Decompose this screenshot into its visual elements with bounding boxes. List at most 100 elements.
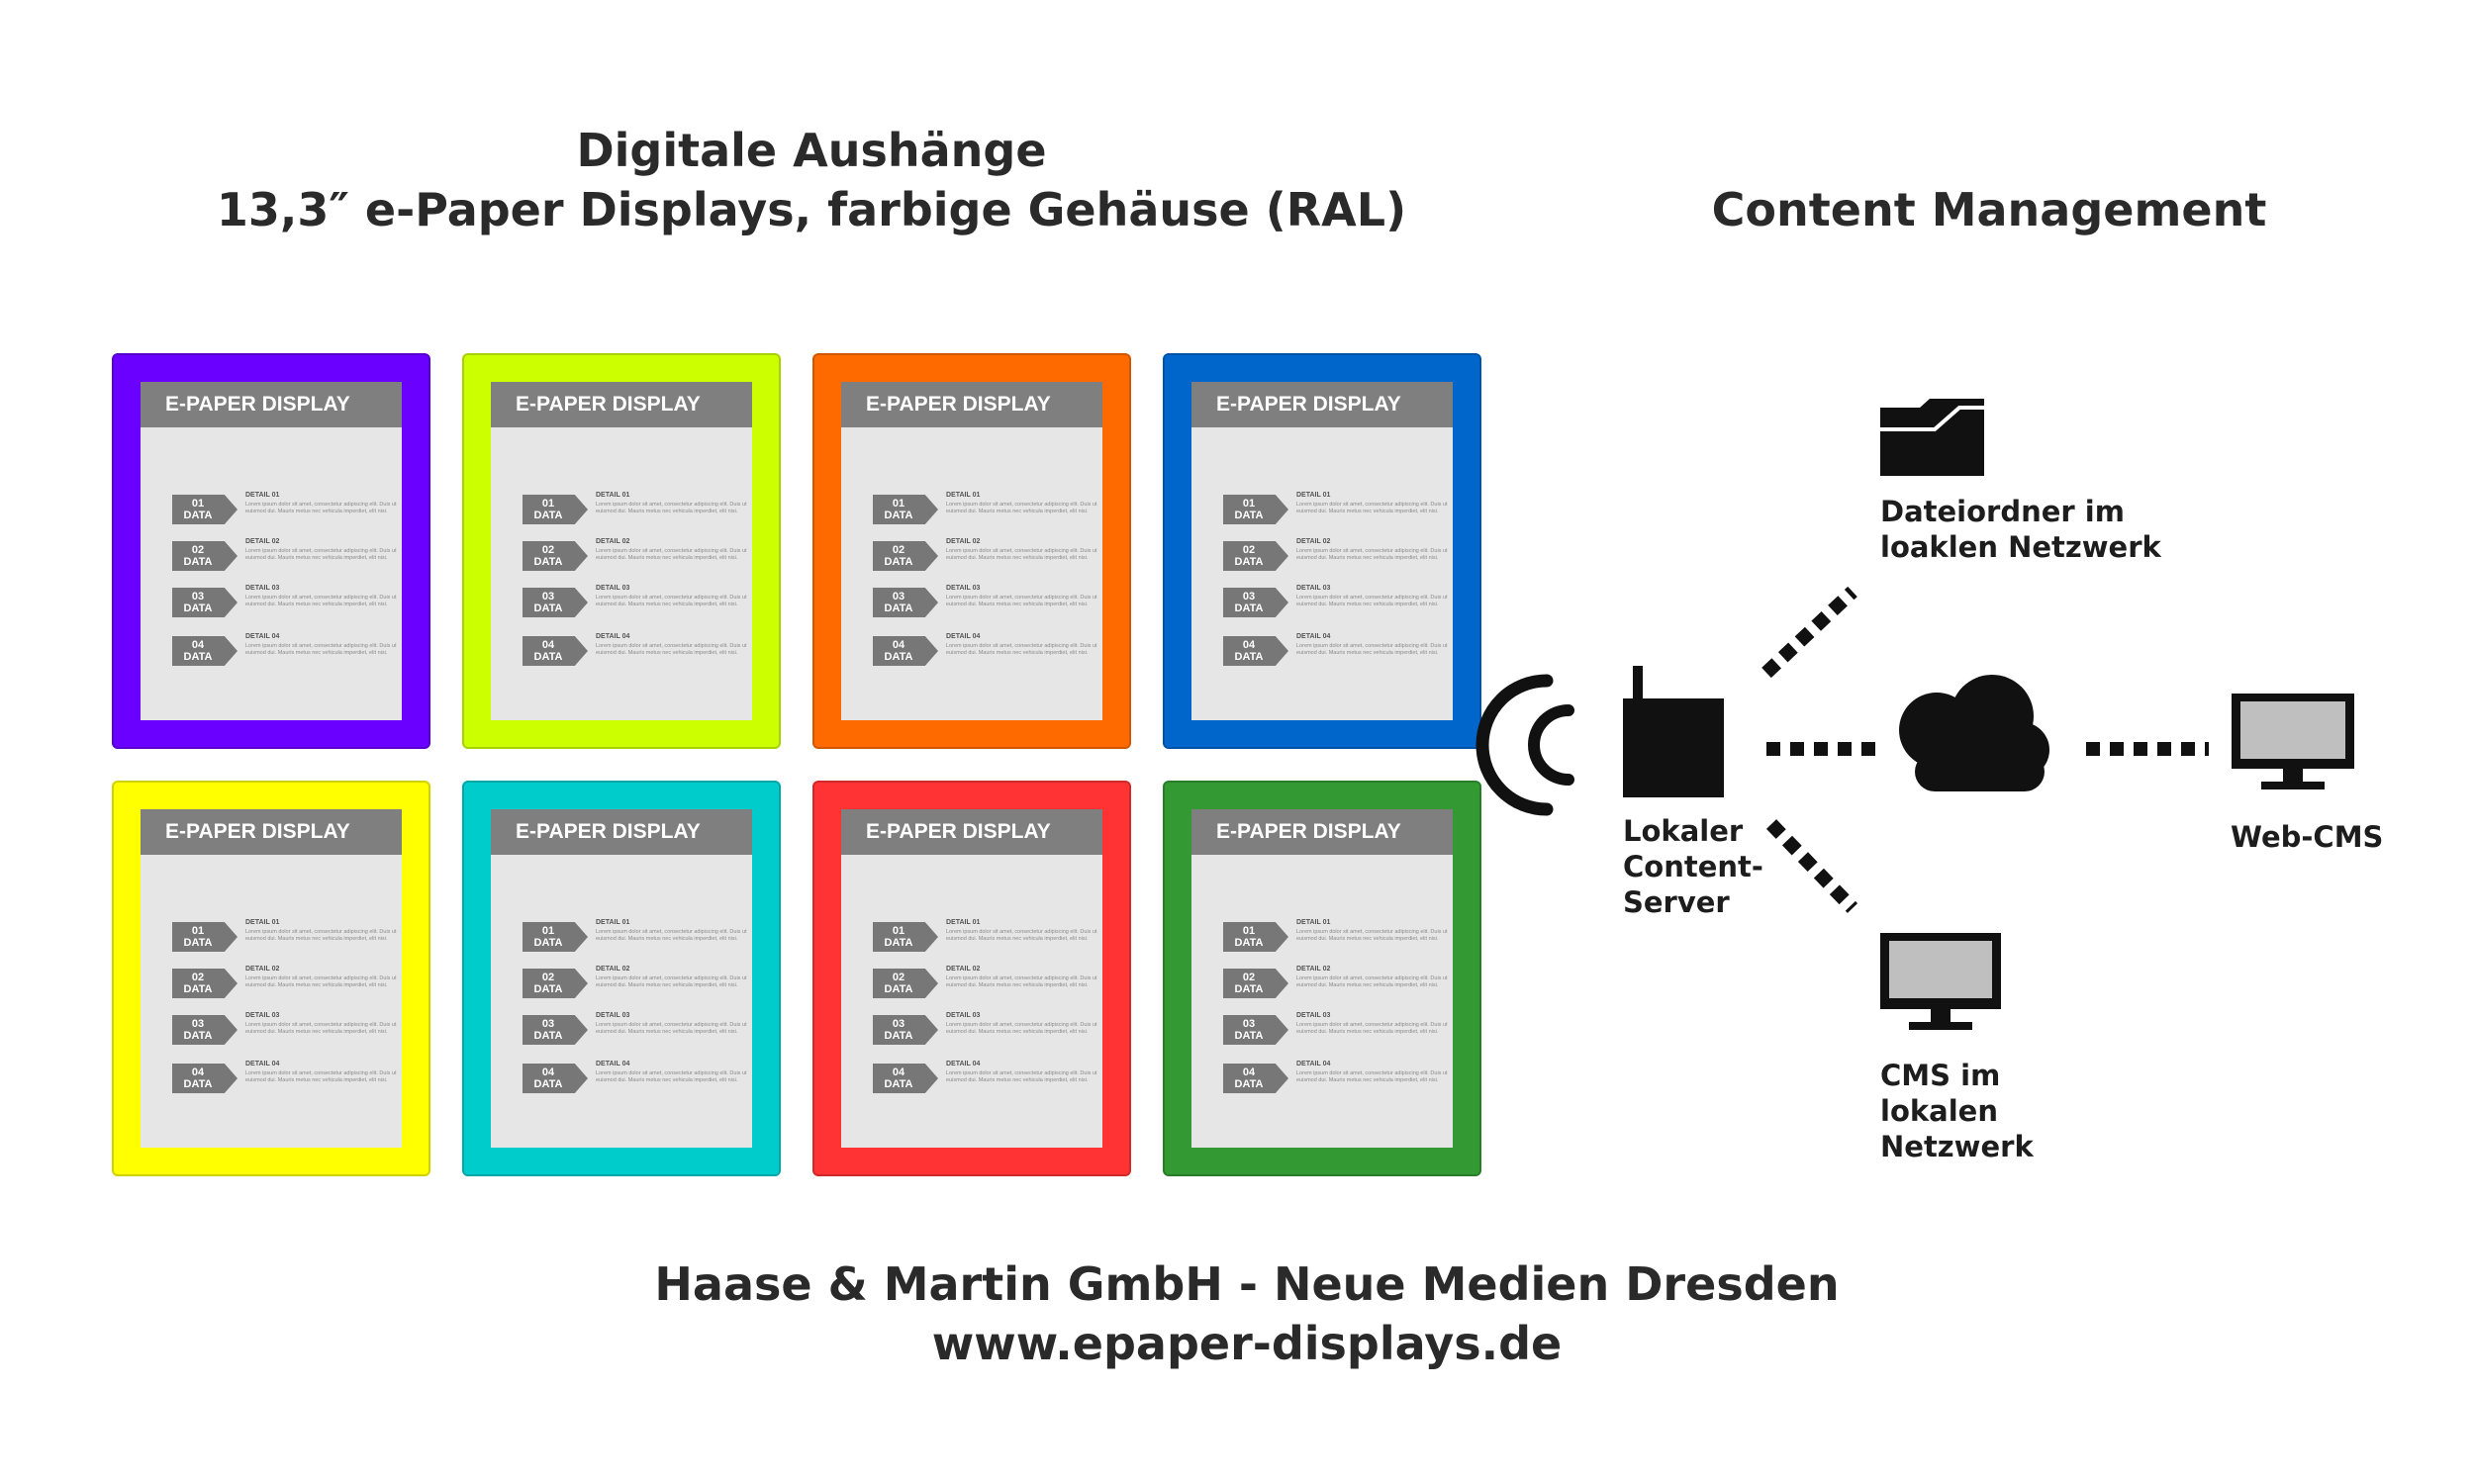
data-number: 03 bbox=[541, 1018, 555, 1030]
detail-title: DETAIL 02 bbox=[596, 966, 630, 973]
data-label: DATA bbox=[1234, 510, 1264, 521]
data-number: 02 bbox=[892, 544, 905, 556]
data-number: 02 bbox=[191, 544, 205, 556]
detail-text: Lorem ipsum dolor sit amet, consectetur … bbox=[946, 1070, 1097, 1083]
data-label: DATA bbox=[1234, 937, 1264, 949]
server-label: Lokaler Content- Server bbox=[1623, 814, 1763, 919]
display-header: E-PAPER DISPLAY bbox=[141, 382, 402, 427]
detail-block: DETAIL 01 Lorem ipsum dolor sit amet, con… bbox=[946, 491, 1099, 523]
local-cms-label: CMS im lokalen Netzwerk bbox=[1880, 1059, 2034, 1163]
data-label: DATA bbox=[533, 651, 563, 663]
data-label: DATA bbox=[533, 937, 563, 949]
detail-text: Lorem ipsum dolor sit amet, consectetur … bbox=[1296, 548, 1448, 561]
data-label: DATA bbox=[884, 1078, 913, 1090]
footer: Haase & Martin GmbH - Neue Medien Dresde… bbox=[0, 1254, 2474, 1373]
detail-title: DETAIL 01 bbox=[596, 492, 630, 499]
detail-text: Lorem ipsum dolor sit amet, consectetur … bbox=[1296, 595, 1448, 607]
detail-text: Lorem ipsum dolor sit amet, consectetur … bbox=[596, 1022, 747, 1035]
data-number: 01 bbox=[191, 925, 205, 937]
data-number: 04 bbox=[541, 1067, 555, 1078]
data-label: DATA bbox=[884, 603, 913, 614]
detail-text: Lorem ipsum dolor sit amet, consectetur … bbox=[1296, 929, 1448, 942]
detail-title: DETAIL 03 bbox=[596, 1012, 630, 1019]
data-label: DATA bbox=[183, 1078, 213, 1090]
detail-text: Lorem ipsum dolor sit amet, consectetur … bbox=[946, 502, 1097, 514]
detail-text: Lorem ipsum dolor sit amet, consectetur … bbox=[245, 643, 397, 656]
wifi-signal-icon bbox=[1475, 674, 1574, 816]
detail-title: DETAIL 02 bbox=[1296, 538, 1331, 545]
detail-title: DETAIL 01 bbox=[245, 492, 280, 499]
detail-title: DETAIL 02 bbox=[946, 538, 981, 545]
data-label: DATA bbox=[183, 937, 213, 949]
data-label: DATA bbox=[1234, 556, 1264, 568]
detail-text: Lorem ipsum dolor sit amet, consectetur … bbox=[245, 975, 397, 988]
detail-text: Lorem ipsum dolor sit amet, consectetur … bbox=[946, 975, 1097, 988]
data-number: 02 bbox=[191, 972, 205, 983]
data-label: DATA bbox=[533, 603, 563, 614]
data-number: 02 bbox=[541, 972, 555, 983]
folder-icon bbox=[1880, 399, 1984, 476]
data-label: DATA bbox=[1234, 603, 1264, 614]
detail-title: DETAIL 01 bbox=[946, 492, 981, 499]
detail-text: Lorem ipsum dolor sit amet, consectetur … bbox=[245, 502, 397, 514]
display-header: E-PAPER DISPLAY bbox=[841, 382, 1102, 427]
detail-text: Lorem ipsum dolor sit amet, consectetur … bbox=[946, 643, 1097, 656]
detail-title: DETAIL 04 bbox=[1296, 633, 1331, 640]
data-number: 04 bbox=[541, 639, 555, 651]
detail-title: DETAIL 02 bbox=[1296, 966, 1331, 973]
data-label: DATA bbox=[884, 651, 913, 663]
detail-text: Lorem ipsum dolor sit amet, consectetur … bbox=[1296, 975, 1448, 988]
data-number: 01 bbox=[1242, 925, 1256, 937]
detail-text: Lorem ipsum dolor sit amet, consectetur … bbox=[946, 1022, 1097, 1035]
cloud-icon bbox=[1899, 675, 2049, 791]
data-number: 03 bbox=[892, 1018, 905, 1030]
dotted-connector bbox=[1761, 586, 2209, 913]
display-header: E-PAPER DISPLAY bbox=[1191, 382, 1453, 427]
data-number: 01 bbox=[541, 925, 555, 937]
company-name: Haase & Martin GmbH - Neue Medien Dresde… bbox=[654, 1257, 1840, 1311]
detail-text: Lorem ipsum dolor sit amet, consectetur … bbox=[245, 1022, 397, 1035]
detail-text: Lorem ipsum dolor sit amet, consectetur … bbox=[596, 643, 747, 656]
data-label: DATA bbox=[884, 556, 913, 568]
data-label: DATA bbox=[183, 1030, 213, 1042]
detail-text: Lorem ipsum dolor sit amet, consectetur … bbox=[1296, 1022, 1448, 1035]
